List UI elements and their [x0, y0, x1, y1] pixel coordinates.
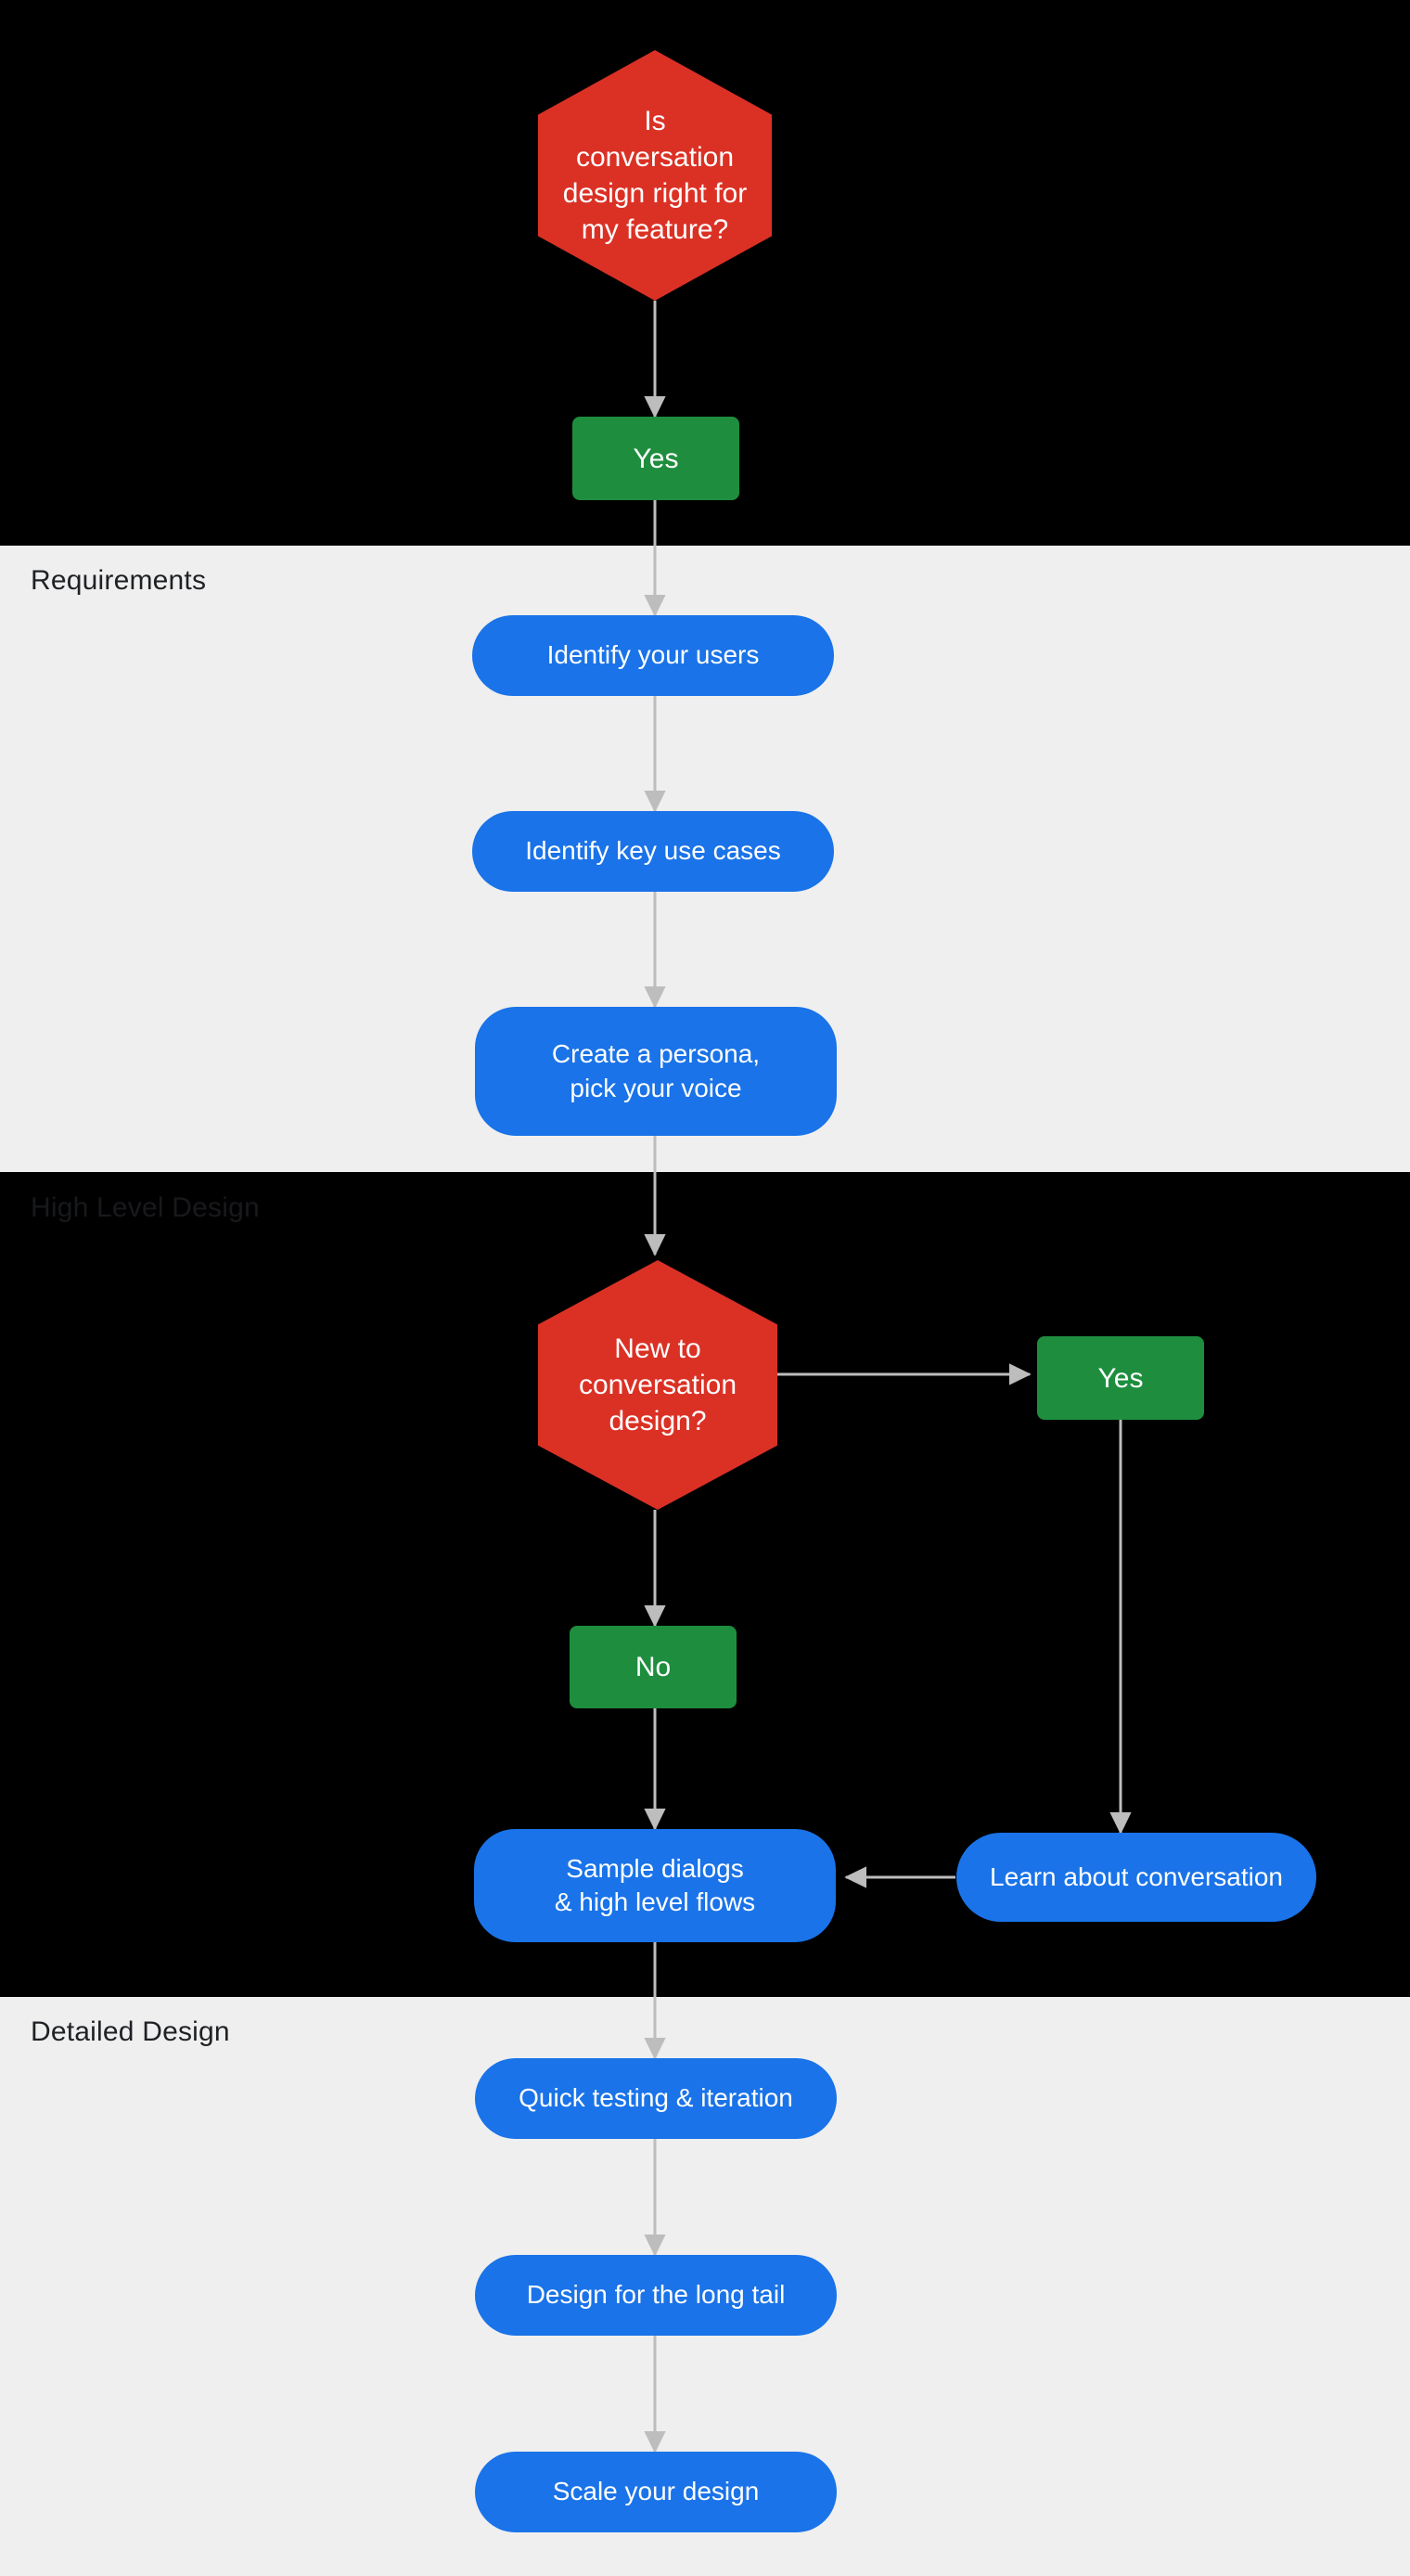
node-label: Sample dialogs & high level flows — [555, 1852, 755, 1920]
node-scale-your-design[interactable]: Scale your design — [475, 2452, 837, 2532]
node-label: Yes — [1097, 1362, 1144, 1394]
node-label-line: Is conversation — [575, 106, 735, 173]
node-label: Is conversation design right for my feat… — [562, 103, 748, 248]
node-label: Learn about conversation — [990, 1861, 1283, 1891]
node-label-line: design? — [609, 1406, 707, 1436]
node-label: Quick testing & iteration — [519, 2083, 793, 2113]
node-label-line: New to — [614, 1333, 701, 1364]
node-label: Create a persona, pick your voice — [552, 1037, 760, 1105]
node-label: Design for the long tail — [526, 2280, 786, 2310]
node-quick-testing-and-iteration[interactable]: Quick testing & iteration — [475, 2058, 837, 2139]
node-label: Identify your users — [546, 640, 760, 670]
node-answer-yes-top[interactable]: Yes — [572, 417, 739, 500]
node-label: Scale your design — [552, 2477, 760, 2506]
node-label-line: & high level flows — [554, 1887, 756, 1916]
section-title-high-level-design: High Level Design — [31, 1192, 260, 1223]
node-create-a-persona[interactable]: Create a persona, pick your voice — [475, 1007, 837, 1136]
section-title-requirements: Requirements — [31, 565, 207, 596]
node-learn-about-conversation[interactable]: Learn about conversation — [956, 1833, 1316, 1922]
node-answer-no-high-level-design[interactable]: No — [570, 1626, 737, 1708]
node-answer-yes-high-level-design[interactable]: Yes — [1037, 1336, 1204, 1420]
node-label: Identify key use cases — [525, 836, 781, 866]
node-label-line: my feature? — [581, 214, 729, 245]
node-label: New to conversation design? — [579, 1331, 737, 1439]
node-label-line: Sample dialogs — [566, 1853, 744, 1883]
node-sample-dialogs-and-high-level-flows[interactable]: Sample dialogs & high level flows — [474, 1829, 836, 1942]
section-title-detailed-design: Detailed Design — [31, 2016, 230, 2047]
node-label-line: design right for — [562, 178, 748, 209]
node-label: Yes — [633, 443, 679, 474]
node-label-line: pick your voice — [570, 1073, 742, 1102]
node-identify-your-users[interactable]: Identify your users — [472, 615, 834, 696]
node-label-line: conversation — [578, 1370, 737, 1400]
node-label: No — [634, 1652, 672, 1682]
node-design-for-the-long-tail[interactable]: Design for the long tail — [475, 2255, 837, 2336]
node-label-line: Create a persona, — [551, 1039, 761, 1069]
node-identify-key-use-cases[interactable]: Identify key use cases — [472, 811, 834, 892]
